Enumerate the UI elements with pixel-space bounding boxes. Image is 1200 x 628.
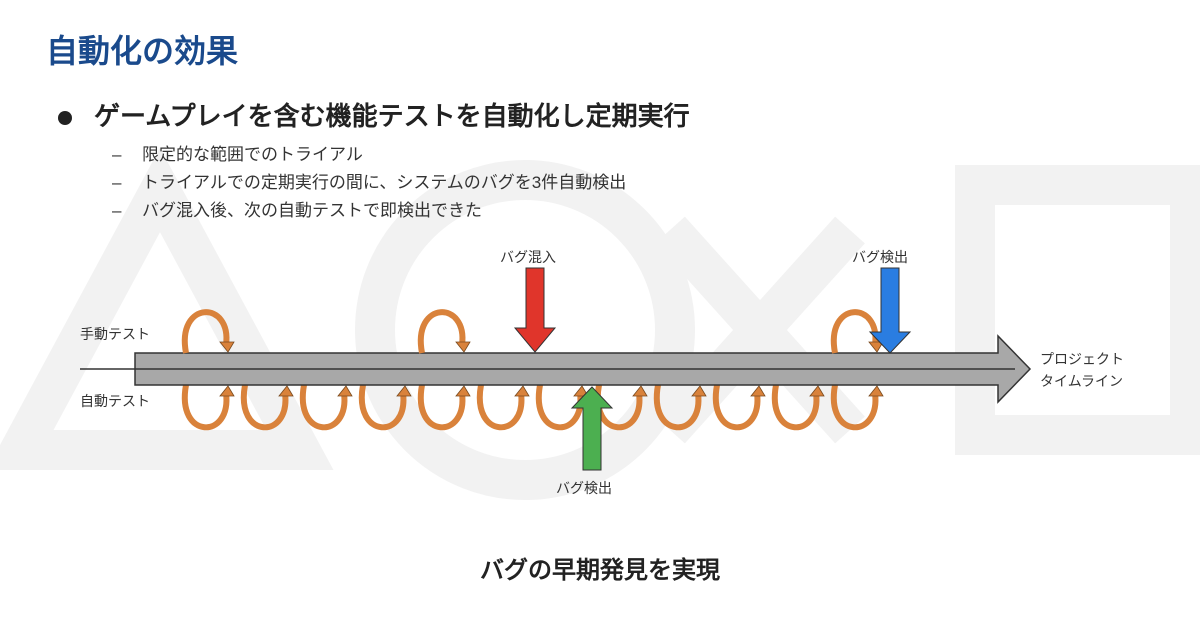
bullet-dot — [58, 111, 72, 126]
bug-detected-manual-arrow — [868, 267, 912, 354]
auto-test-loop — [476, 384, 525, 431]
bug-detected-manual-label: バグ検出 — [852, 249, 908, 265]
sub-bullet-text: 限定的な範囲でのトライアル — [142, 145, 363, 164]
auto-test-loop — [830, 384, 879, 431]
auto-test-loop — [771, 384, 820, 431]
auto-test-loop — [653, 384, 702, 431]
loop-arrowhead-icon — [219, 385, 235, 397]
loop-arrowhead-icon — [337, 385, 353, 397]
auto-test-loop — [712, 384, 761, 431]
auto-test-loop — [240, 384, 289, 431]
auto-test-loop — [181, 384, 230, 431]
sub-bullet: – 限定的な範囲でのトライアル — [112, 140, 363, 165]
timeline-label-line1: プロジェクト — [1040, 351, 1124, 367]
manual-test-loop — [181, 309, 230, 354]
auto-test-loop — [417, 384, 466, 431]
sub-bullet: – バグ混入後、次の自動テストで即検出できた — [112, 196, 482, 221]
main-bullet: ゲームプレイを含む機能テストを自動化し定期実行 — [58, 96, 690, 133]
sub-bullet: – トライアルでの定期実行の間に、システムのバグを3件自動検出 — [112, 168, 626, 193]
sub-bullet-text: バグ混入後、次の自動テストで即検出できた — [142, 201, 482, 220]
slide-title: 自動化の効果 — [46, 33, 239, 69]
dash: – — [112, 145, 122, 164]
manual-test-loop — [417, 309, 466, 354]
bug-injected-label: バグ混入 — [500, 249, 556, 265]
loop-arrowhead-icon — [632, 385, 648, 397]
loop-arrowhead-icon — [750, 385, 766, 397]
loop-arrowhead-icon — [455, 341, 471, 353]
dash: – — [112, 201, 122, 220]
loop-arrowhead-icon — [868, 385, 884, 397]
loop-arrowhead-icon — [514, 385, 530, 397]
loop-arrowhead-icon — [219, 341, 235, 353]
manual-test-label: 手動テスト — [80, 326, 150, 342]
loop-arrowhead-icon — [691, 385, 707, 397]
loop-arrowhead-icon — [573, 385, 589, 397]
bug-detected-auto-arrow — [570, 386, 614, 471]
auto-test-label: 自動テスト — [80, 393, 150, 409]
loop-arrowhead-icon — [809, 385, 825, 397]
timeline-label: プロジェクトタイムライン — [1040, 348, 1124, 392]
dash: – — [112, 173, 122, 192]
bug-injected-arrow — [513, 267, 557, 353]
triangle-watermark — [0, 147, 334, 470]
loop-arrowhead-icon — [868, 341, 884, 353]
main-bullet-text: ゲームプレイを含む機能テストを自動化し定期実行 — [94, 101, 690, 131]
sub-bullet-text: トライアルでの定期実行の間に、システムのバグを3件自動検出 — [142, 173, 627, 192]
auto-test-loop — [358, 384, 407, 431]
circle-watermark — [355, 160, 695, 500]
bug-detected-auto-label: バグ検出 — [556, 480, 612, 496]
timeline-label-line2: タイムライン — [1040, 373, 1124, 389]
loop-arrowhead-icon — [278, 385, 294, 397]
manual-test-loop — [830, 309, 879, 354]
loop-arrowhead-icon — [455, 385, 471, 397]
conclusion-text: バグの早期発見を実現 — [480, 557, 720, 584]
loop-arrowhead-icon — [396, 385, 412, 397]
auto-test-loop — [299, 384, 348, 431]
square-watermark — [955, 165, 1200, 455]
